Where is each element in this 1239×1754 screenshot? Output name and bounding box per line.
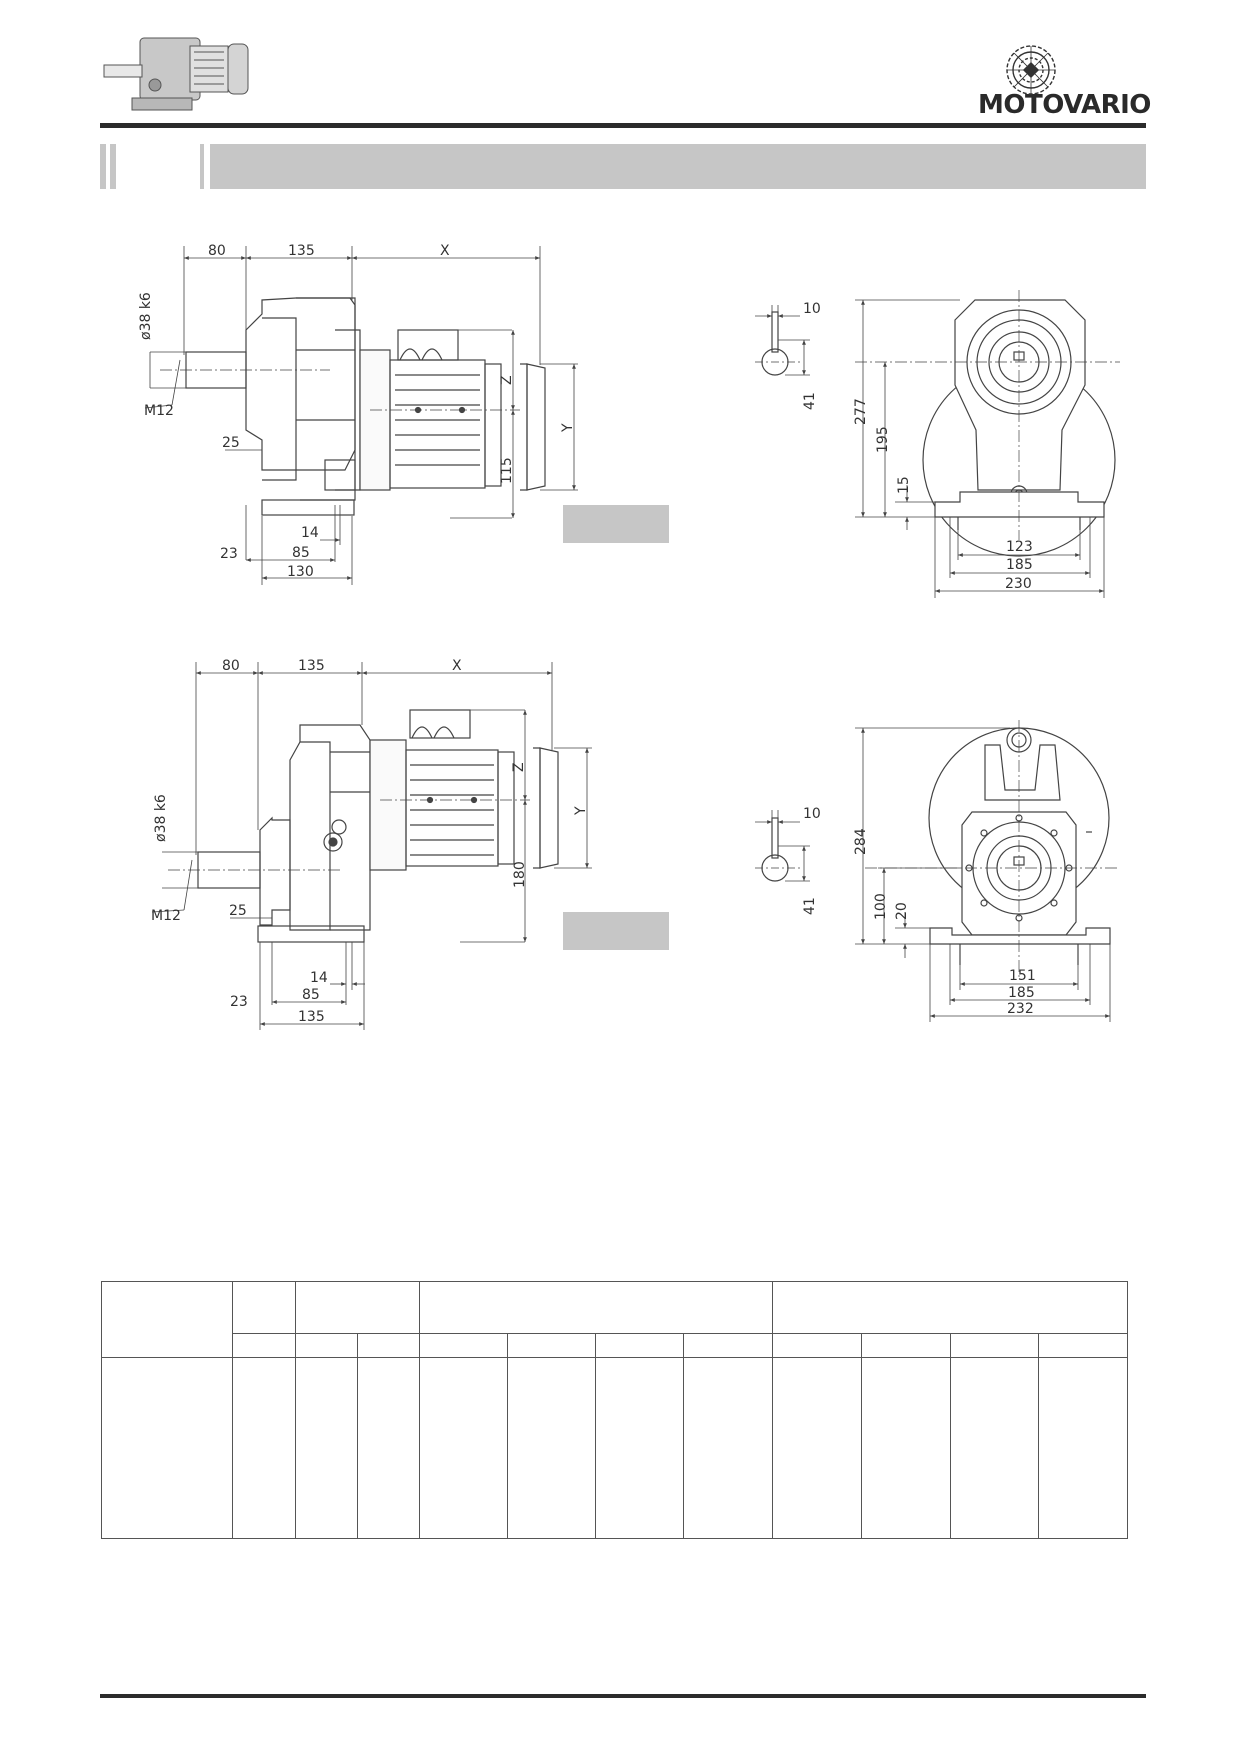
table-subheader-cell (683, 1333, 773, 1359)
dim-bottom-b: 135 (298, 658, 325, 674)
dim-bottom-y: Y (573, 806, 589, 816)
bottom-side-dimension-lines (151, 662, 592, 1030)
dim-bottomfront-41: 41 (802, 897, 818, 915)
bottom-front-view (755, 720, 1120, 980)
dim-bottom-25: 25 (229, 903, 247, 919)
top-model-label-box (563, 505, 669, 543)
dim-bottomfront-10: 10 (803, 806, 821, 822)
bottom-model-label-box (563, 912, 669, 950)
table-row (101, 1357, 1128, 1539)
dim-bottom-14: 14 (310, 970, 328, 986)
brand-logo-icon (1006, 45, 1056, 95)
dim-bottom-z: Z (511, 762, 527, 772)
dim-topfront-230: 230 (1005, 576, 1032, 592)
table-header-cell (772, 1280, 1128, 1335)
dim-top-z: Z (499, 375, 515, 385)
table-subheader-cell (861, 1333, 951, 1359)
table-header-cell (419, 1280, 773, 1335)
product-thumbnail-icon (103, 37, 249, 111)
dim-topfront-195: 195 (875, 426, 891, 453)
dim-topfront-277: 277 (853, 398, 869, 425)
table-subheader-cell (295, 1333, 358, 1359)
dim-top-a: 80 (208, 243, 226, 259)
header-rule (100, 123, 1146, 128)
dim-top-y: Y (560, 423, 576, 433)
dim-bottomfront-185: 185 (1008, 985, 1035, 1001)
table-subheader-cell (772, 1333, 862, 1359)
dim-top-14: 14 (301, 525, 319, 541)
dim-bottomfront-151: 151 (1009, 968, 1036, 984)
dim-top-b: 135 (288, 243, 315, 259)
table-header-cell (232, 1280, 296, 1335)
top-front-dimension-lines (755, 299, 1105, 598)
dim-top-23: 23 (220, 546, 238, 562)
dim-bottomfront-100: 100 (873, 893, 889, 920)
dim-bottom-85: 85 (302, 987, 320, 1003)
dim-top-25: 25 (222, 435, 240, 451)
table-header-cell (101, 1280, 233, 1359)
bottom-side-view (168, 709, 559, 943)
dim-topfront-41: 41 (802, 392, 818, 410)
top-front-view (755, 290, 1120, 557)
table-subheader-cell (507, 1333, 596, 1359)
footer-rule (100, 1694, 1146, 1698)
section-title-bar (100, 144, 1146, 189)
dim-top-shaft: ø38 k6 (138, 292, 154, 340)
dim-top-x: X (440, 243, 450, 259)
dim-top-85: 85 (292, 545, 310, 561)
dim-bottom-thread: M12 (151, 908, 181, 924)
dim-topfront-15: 15 (896, 476, 912, 494)
dim-bottomfront-232: 232 (1007, 1001, 1034, 1017)
table-header-cell (295, 1280, 420, 1335)
table-subheader-cell (357, 1333, 420, 1359)
dim-top-thread: M12 (144, 403, 174, 419)
dim-topfront-123: 123 (1006, 539, 1033, 555)
brand-name: MOTOVARIO (978, 90, 1151, 120)
dim-bottom-23: 23 (230, 994, 248, 1010)
dim-topfront-185: 185 (1006, 557, 1033, 573)
table-subheader-cell (595, 1333, 684, 1359)
table-subheader-cell (1038, 1333, 1128, 1359)
table-subheader-cell (419, 1333, 508, 1359)
spec-table (101, 1280, 1128, 1539)
dim-top-130: 130 (287, 564, 314, 580)
table-subheader-cell (950, 1333, 1039, 1359)
dim-bottom-x: X (452, 658, 462, 674)
top-side-view (160, 297, 546, 516)
top-side-dimension-lines (144, 246, 578, 585)
dim-bottom-135: 135 (298, 1009, 325, 1025)
dim-topfront-10: 10 (803, 301, 821, 317)
dim-bottom-180: 180 (512, 861, 528, 888)
dim-bottomfront-284: 284 (853, 828, 869, 855)
table-subheader-cell (232, 1333, 296, 1359)
dim-bottom-shaft: ø38 k6 (153, 794, 169, 842)
dim-bottomfront-20: 20 (894, 902, 910, 920)
bottom-front-dimension-lines (755, 727, 1111, 1022)
dim-bottom-a: 80 (222, 658, 240, 674)
dim-top-115: 115 (499, 457, 515, 484)
